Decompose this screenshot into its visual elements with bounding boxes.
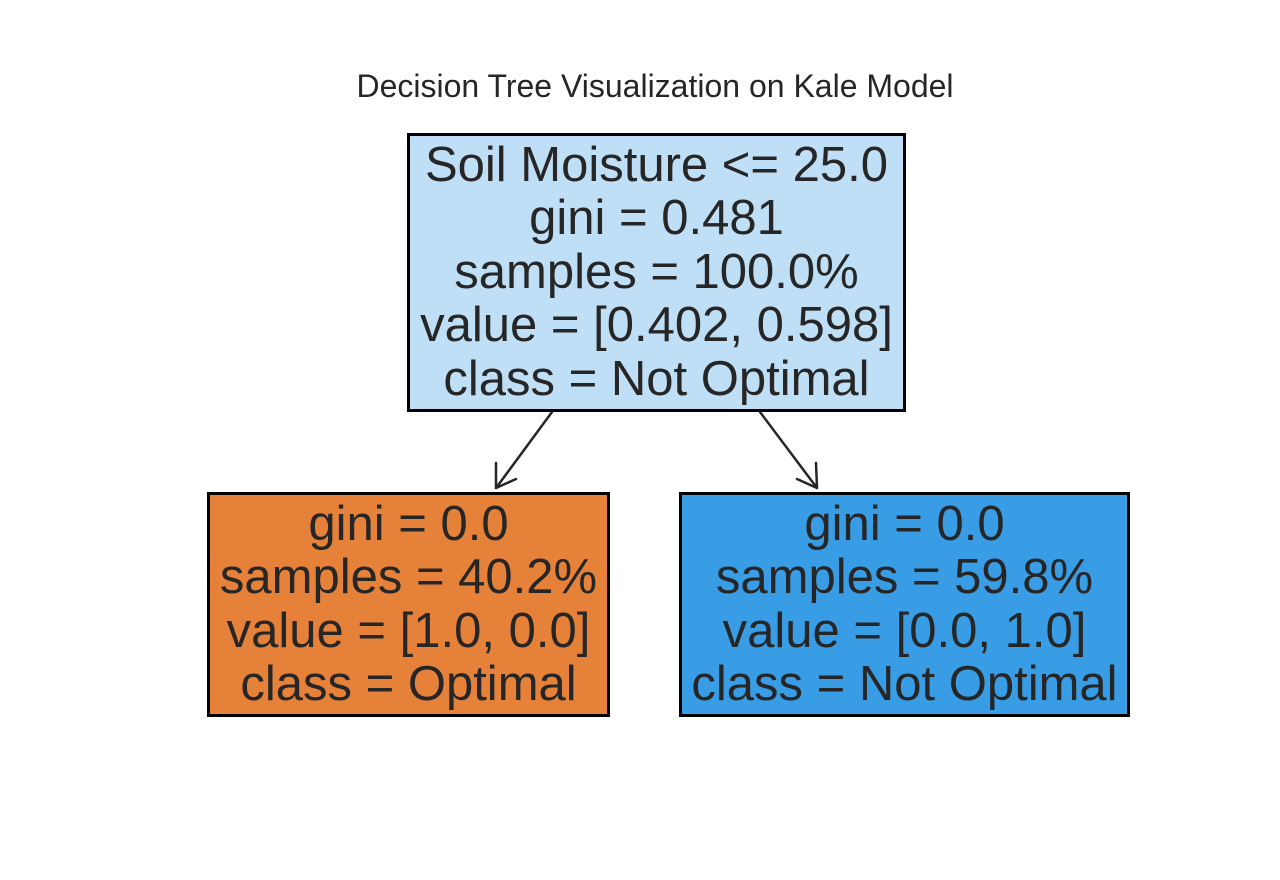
node-gini: gini = 0.0 — [804, 496, 1005, 551]
node-split-rule: Soil Moisture <= 25.0 — [424, 137, 889, 192]
edge-root-to-left — [494, 410, 554, 490]
node-samples: samples = 40.2% — [219, 550, 598, 604]
node-value: value = [0.0, 1.0] — [722, 603, 1087, 658]
arrowhead-right — [795, 461, 819, 490]
node-class: class = Not Optimal — [443, 351, 870, 406]
node-gini: gini = 0.0 — [308, 496, 509, 551]
arrowhead-left — [494, 461, 518, 490]
tree-node-left-leaf: gini = 0.0 samples = 40.2% value = [1.0,… — [207, 492, 610, 717]
node-value: value = [1.0, 0.0] — [226, 603, 591, 658]
tree-node-root: Soil Moisture <= 25.0 gini = 0.481 sampl… — [407, 133, 906, 412]
diagram-title: Decision Tree Visualization on Kale Mode… — [356, 68, 954, 104]
node-samples: samples = 100.0% — [454, 244, 859, 299]
node-class: class = Optimal — [240, 657, 577, 711]
node-samples: samples = 59.8% — [715, 550, 1094, 604]
tree-node-right-leaf: gini = 0.0 samples = 59.8% value = [0.0,… — [679, 492, 1130, 717]
node-class: class = Not Optimal — [691, 657, 1118, 711]
node-gini: gini = 0.481 — [529, 191, 784, 246]
node-value: value = [0.402, 0.598] — [420, 298, 893, 353]
edge-root-to-right — [758, 410, 819, 490]
